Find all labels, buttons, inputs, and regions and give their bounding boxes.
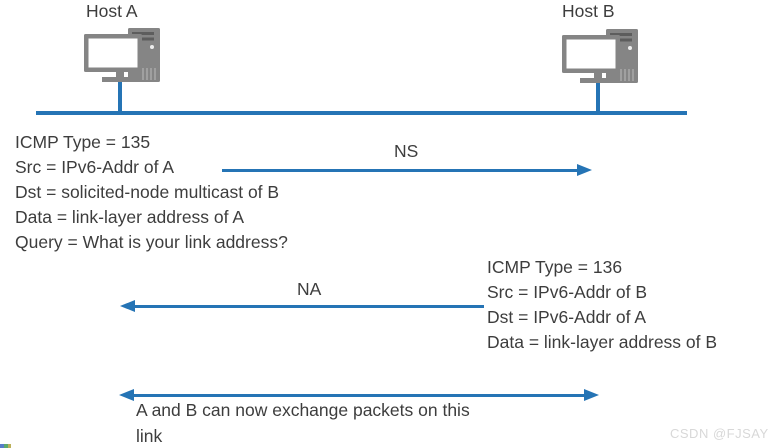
exchange-note-line-2: link [136, 426, 163, 446]
na-arrow [120, 300, 484, 313]
na-line-data: Data = link-layer address of B [487, 332, 718, 352]
na-arrow-shaft [134, 305, 484, 308]
watermark: CSDN @FJSAY [670, 426, 769, 441]
host-b-computer-icon [562, 29, 638, 83]
network-bus-line [36, 111, 687, 115]
exchange-arrow-shaft [132, 394, 586, 397]
ns-line-dst: Dst = solicited-node multicast of B [15, 182, 280, 202]
host-b-label: Host B [562, 1, 615, 21]
ns-line-icmp-type: ICMP Type = 135 [15, 132, 151, 152]
ns-line-data: Data = link-layer address of A [15, 207, 245, 227]
ns-arrowhead-icon [577, 164, 592, 176]
exchange-note-line-1: A and B can now exchange packets on this [136, 400, 470, 420]
ns-line-src: Src = IPv6-Addr of A [15, 157, 175, 177]
na-line-src: Src = IPv6-Addr of B [487, 282, 647, 302]
exchange-arrowhead-right-icon [584, 389, 599, 401]
host-a-link-line [118, 72, 122, 114]
exchange-arrowhead-left-icon [119, 389, 134, 401]
corner-artifact [0, 444, 11, 448]
na-line-icmp-type: ICMP Type = 136 [487, 257, 623, 277]
ns-line-query: Query = What is your link address? [15, 232, 288, 252]
ns-arrow [222, 164, 592, 177]
host-a-computer-icon [84, 28, 160, 82]
ns-arrow-shaft [222, 169, 578, 172]
na-arrowhead-icon [120, 300, 135, 312]
ns-arrow-label: NS [394, 141, 419, 161]
exchange-note: A and B can now exchange packets on this… [136, 397, 470, 448]
host-b-link-line [596, 74, 600, 114]
na-arrow-label: NA [297, 279, 322, 299]
exchange-arrow [119, 389, 599, 402]
ns-message-details: ICMP Type = 135 Src = IPv6-Addr of A Dst… [15, 130, 288, 255]
host-a-label: Host A [86, 1, 138, 21]
na-line-dst: Dst = IPv6-Addr of A [487, 307, 647, 327]
na-message-details: ICMP Type = 136 Src = IPv6-Addr of B Dst… [487, 255, 717, 355]
